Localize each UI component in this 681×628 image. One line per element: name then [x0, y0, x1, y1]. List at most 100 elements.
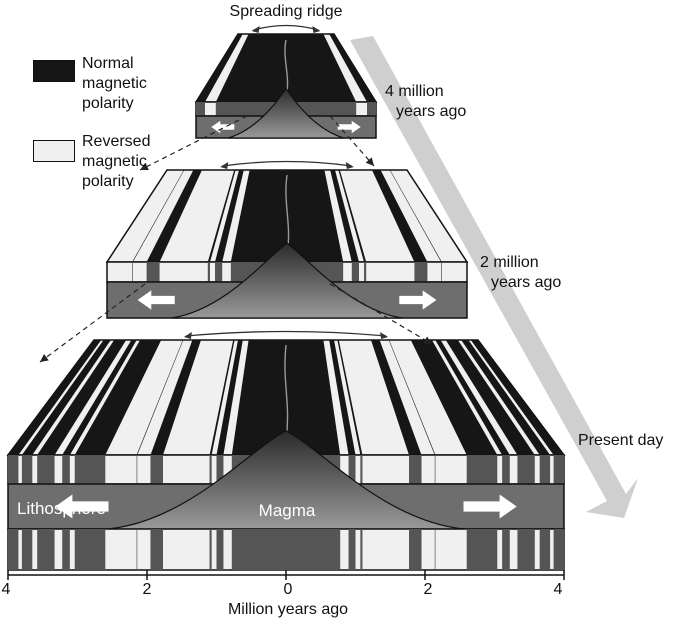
normal-polarity-stripe: [150, 529, 163, 570]
legend-reversed-swatch: [33, 140, 75, 162]
spreading-arrow-right: [463, 494, 517, 519]
normal-polarity-stripe: [470, 340, 564, 455]
normal-polarity-stripe: [8, 340, 102, 455]
stage-connector: [329, 115, 375, 167]
lithosphere-label: Lithosphere: [17, 499, 106, 518]
time-arrow-shape: [350, 36, 638, 518]
spreading-arrow-right: [399, 290, 437, 310]
normal-polarity-stripe: [388, 340, 436, 455]
spreading-arrow-left: [211, 120, 235, 134]
normal-polarity-stripe: [209, 529, 212, 570]
normal-polarity-stripe: [434, 529, 436, 570]
stage-connector: [139, 115, 248, 171]
normal-polarity-stripe: [216, 340, 243, 455]
normal-polarity-stripe: [150, 340, 201, 455]
normal-polarity-stripe: [21, 529, 33, 570]
spreading-arc: [253, 24, 319, 31]
stage-connector: [329, 283, 433, 345]
normal-polarity-stripe: [74, 529, 106, 570]
arc-arrowhead: [380, 332, 389, 339]
normal-polarity-stripe: [136, 455, 138, 484]
normal-polarity-stripe: [539, 529, 551, 570]
normal-polarity-stripe: [445, 340, 535, 455]
normal-polarity-stripe: [466, 455, 498, 484]
stage-connector: [39, 283, 146, 363]
normal-polarity-stripe: [37, 529, 55, 570]
normal-polarity-stripe: [196, 102, 205, 116]
normal-polarity-stripe: [553, 455, 564, 484]
normal-polarity-stripe: [502, 529, 510, 570]
normal-polarity-stripe: [389, 170, 442, 262]
spreading-arc: [222, 160, 352, 167]
normal-polarity-stripe: [146, 170, 202, 262]
stage-3-block: [6, 330, 566, 571]
spreading-arrow-right: [337, 120, 361, 134]
normal-polarity-stripe: [371, 340, 422, 455]
normal-polarity-stripe: [207, 170, 236, 262]
normal-polarity-stripe: [209, 455, 212, 484]
normal-polarity-stripe: [409, 529, 422, 570]
time-axis: [7, 570, 565, 580]
stage-1-block: [194, 24, 378, 139]
arc-arrowhead: [251, 26, 260, 33]
spreading-arrow-left: [55, 494, 109, 519]
spreading-arrow-left: [137, 290, 175, 310]
normal-polarity-stripe: [461, 340, 551, 455]
spreading-blocks: [6, 24, 566, 571]
normal-polarity-stripe: [367, 102, 376, 116]
diagram-title: Spreading ridge: [229, 3, 343, 20]
connector-arrowhead: [423, 336, 432, 344]
normal-polarity-stripe: [517, 529, 535, 570]
normal-polarity-stripe: [364, 262, 367, 282]
axis-tick-label: 4: [553, 581, 563, 598]
normal-polarity-stripe: [502, 455, 510, 484]
normal-polarity-stripe: [231, 529, 341, 570]
arc-arrowhead: [312, 26, 321, 33]
normal-polarity-stripe: [62, 340, 137, 455]
normal-polarity-stripe: [74, 340, 162, 455]
axis-tick-label: 2: [423, 581, 433, 598]
normal-polarity-stripe: [62, 529, 70, 570]
normal-polarity-stripe: [37, 340, 127, 455]
normal-polarity-stripe: [136, 529, 138, 570]
normal-polarity-stripe: [74, 455, 106, 484]
connector-arrowhead: [365, 157, 374, 166]
normal-polarity-stripe: [351, 262, 359, 282]
arc-arrowhead: [220, 162, 229, 169]
normal-polarity-stripe: [62, 455, 70, 484]
normal-polarity-stripe: [517, 455, 535, 484]
normal-polarity-stripe: [21, 455, 33, 484]
magma-chamber: [108, 430, 464, 530]
axis-tick-label: 2: [142, 581, 152, 598]
normal-polarity-stripe: [360, 529, 363, 570]
normal-polarity-stripe: [231, 340, 341, 455]
normal-polarity-stripe: [146, 262, 160, 282]
normal-polarity-stripe: [539, 455, 551, 484]
normal-polarity-stripe: [414, 262, 428, 282]
normal-polarity-stripe: [337, 340, 363, 455]
spreading-arc: [185, 330, 387, 337]
normal-polarity-stripe: [132, 262, 133, 282]
normal-polarity-stripe: [8, 529, 19, 570]
normal-polarity-stripe: [150, 455, 163, 484]
normal-polarity-stripe: [409, 455, 422, 484]
connector-arrowhead: [40, 354, 49, 362]
normal-polarity-stripe: [553, 529, 564, 570]
normal-polarity-stripe: [196, 34, 243, 102]
normal-polarity-stripe: [209, 340, 235, 455]
axis-title: Million years ago: [227, 601, 349, 618]
normal-polarity-stripe: [215, 262, 223, 282]
normal-polarity-stripe: [338, 170, 367, 262]
time-arrow: [350, 36, 638, 518]
normal-polarity-stripe: [216, 455, 224, 484]
arc-arrowhead: [345, 162, 354, 169]
magma-label: Magma: [258, 501, 316, 520]
normal-polarity-stripe: [372, 170, 428, 262]
magma-chamber: [171, 242, 403, 319]
connector-arrowhead: [140, 162, 149, 170]
normal-polarity-stripe: [466, 529, 498, 570]
normal-polarity-stripe: [434, 455, 436, 484]
normal-polarity-stripe: [348, 455, 356, 484]
normal-polarity-stripe: [21, 340, 111, 455]
